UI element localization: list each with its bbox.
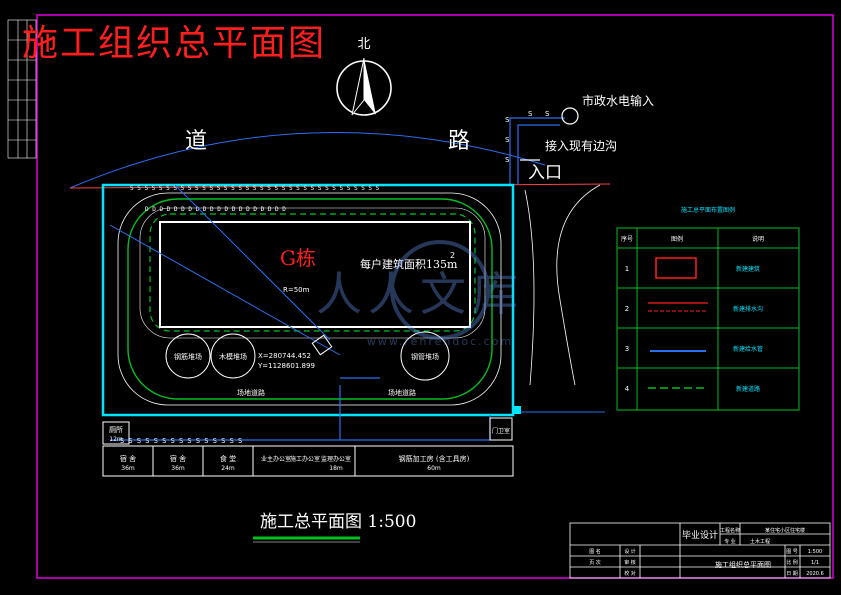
legend-symbol-building <box>655 257 697 279</box>
svg-text:S: S <box>505 116 510 124</box>
svg-text:S: S <box>528 110 533 118</box>
facility-construction-office: 施工办公室 <box>290 455 320 463</box>
titleblock-cell-12: 1:500 <box>808 549 822 555</box>
svg-text:S S S S S S S S S S: S S S S S S S S S S S S S S S S S S S S … <box>130 185 380 192</box>
yard-steelpipe-label: 钢管堆场 <box>411 352 439 361</box>
site-road-outer <box>117 192 502 406</box>
legend-heading: 施工总平面布置图例 <box>681 206 735 214</box>
watermark-text: 人人文库 <box>316 267 524 321</box>
building-radius: R=50m <box>283 286 310 294</box>
facility-row <box>102 421 514 477</box>
site-road-label-1: 场地道路 <box>237 388 265 397</box>
facility-owner-office: 业主办公室 <box>261 455 291 463</box>
facility-dorm-2: 宿 舍 <box>170 454 186 463</box>
plan-caption: 施工总平面图 1:500 <box>260 512 416 532</box>
titleblock-cell-2: 专 业 <box>724 538 736 545</box>
watermark-url: www.renrendoc.com <box>367 335 513 348</box>
titleblock-cell-13: 2020.6 <box>806 571 824 577</box>
legend-row-1-desc: 新建建筑 <box>736 265 760 273</box>
legend-col-no: 序号 <box>621 235 633 243</box>
crane-line-2 <box>174 184 331 341</box>
facility-supervisor-area: 18m <box>329 465 343 472</box>
gatehouse-label: 门卫室 <box>492 427 510 435</box>
road-label-2: 路 <box>448 129 470 154</box>
legend-row-4-desc: 新建道路 <box>736 385 760 393</box>
building-ring <box>149 213 476 332</box>
gate-post <box>513 406 521 414</box>
svg-text:S: S <box>505 156 510 164</box>
titleblock-cell-7: 审 核 <box>624 559 636 566</box>
facility-dorm-1-area: 36m <box>121 465 135 472</box>
page-title: 施工组织总平面图 <box>22 23 327 64</box>
titleblock-cell-14: 1/1 <box>811 560 819 566</box>
legend-row-3-desc: 新建给水管 <box>733 345 763 353</box>
utility-input-label: 市政水电输入 <box>582 93 654 108</box>
titleblock-cell-8: 校 对 <box>624 570 636 577</box>
legend-row-3-no: 3 <box>625 345 629 353</box>
legend-row-2-no: 2 <box>625 305 629 313</box>
gatehouse <box>489 417 513 441</box>
titleblock-project: 毕业设计 <box>682 529 718 541</box>
titleblock-cell-0: 工程名称 <box>720 527 740 534</box>
yard-rebar-label: 钢筋堆场 <box>174 352 202 361</box>
facility-supervisor-office: 监理办公室 <box>321 455 351 463</box>
facility-rebar-shop-area: 60m <box>427 465 441 472</box>
legend-col-symbol: 图例 <box>671 235 683 243</box>
site-road-label-2: 场地道路 <box>388 388 416 397</box>
site-road-green <box>127 198 493 400</box>
svg-text:D D D D D D D D: D D D D D D D D D D D D D D D D D D D D <box>145 206 286 213</box>
facility-dorm-2-area: 36m <box>171 465 185 472</box>
crane-line-1 <box>109 224 341 356</box>
left-border-strip <box>7 19 37 159</box>
drawing-frame <box>36 14 834 579</box>
facility-toilet-area: 12m <box>109 436 123 443</box>
site-boundary <box>101 183 515 417</box>
utility-pipes: S S S S S <box>505 107 579 185</box>
building-name: G栋 <box>280 246 316 270</box>
entrance-label: 入口 <box>528 163 562 183</box>
drainage-marks: S S S S S S S S S S S S S S S S S S S S … <box>130 185 380 213</box>
titleblock-cell-1: 某住宅小区住宅楼 <box>765 527 805 534</box>
titleblock-cell-4: 图 号 <box>786 549 798 555</box>
legend-row-4-no: 4 <box>625 385 630 393</box>
svg-text:S: S <box>505 136 510 144</box>
facility-canteen: 食 堂 <box>220 454 236 463</box>
coord-y: Y=1128601.899 <box>257 362 315 370</box>
titleblock-cell-5: 图 名 <box>589 548 601 555</box>
titleblock-drawing: 施工组织总平面图 <box>715 560 771 569</box>
building-area: 每户建筑面积135m <box>360 257 458 271</box>
svg-text:S S S S S S: S S S S S S S S S S S S S S S <box>120 437 242 445</box>
legend-row-1-no: 1 <box>625 265 629 273</box>
north-label: 北 <box>357 37 370 52</box>
facility-dorm-1: 宿 舍 <box>120 454 136 463</box>
legend-table <box>616 227 800 411</box>
title-block <box>569 522 831 579</box>
legend-col-desc: 说明 <box>752 235 764 243</box>
facility-toilet: 厕所 <box>109 425 123 434</box>
svg-text:S: S <box>545 110 550 118</box>
road-arc <box>69 131 546 189</box>
yard-formwork <box>210 333 256 379</box>
titleblock-cell-11: 页 次 <box>589 559 601 566</box>
north-arrow: 北 <box>336 37 392 116</box>
titleblock-cell-9: 比 例 <box>786 559 798 566</box>
building-g <box>159 221 471 328</box>
yard-rebar <box>165 333 211 379</box>
road-label-1: 道 <box>185 129 207 154</box>
water-pipe: S S S S S S S S S S S S S S S <box>110 377 491 445</box>
facility-canteen-area: 24m <box>221 465 235 472</box>
yard-formwork-label: 木模堆场 <box>219 352 247 361</box>
titleblock-cell-3: 土木工程 <box>750 538 770 545</box>
facility-rebar-shop: 钢筋加工房 (含工具房) <box>399 454 470 463</box>
yard-steelpipe <box>400 331 450 381</box>
tower-crane <box>311 334 333 356</box>
building-area-sup: 2 <box>450 251 455 260</box>
connect-ditch-label: 接入现有边沟 <box>545 138 617 153</box>
legend-row-2-desc: 新建排水沟 <box>733 305 763 313</box>
watermark: 人人文库 www.renrendoc.com <box>316 240 524 348</box>
coord-x: X=280744.452 <box>258 352 311 360</box>
titleblock-cell-6: 设 计 <box>624 548 636 555</box>
titleblock-cell-10: 日 期 <box>786 571 798 577</box>
